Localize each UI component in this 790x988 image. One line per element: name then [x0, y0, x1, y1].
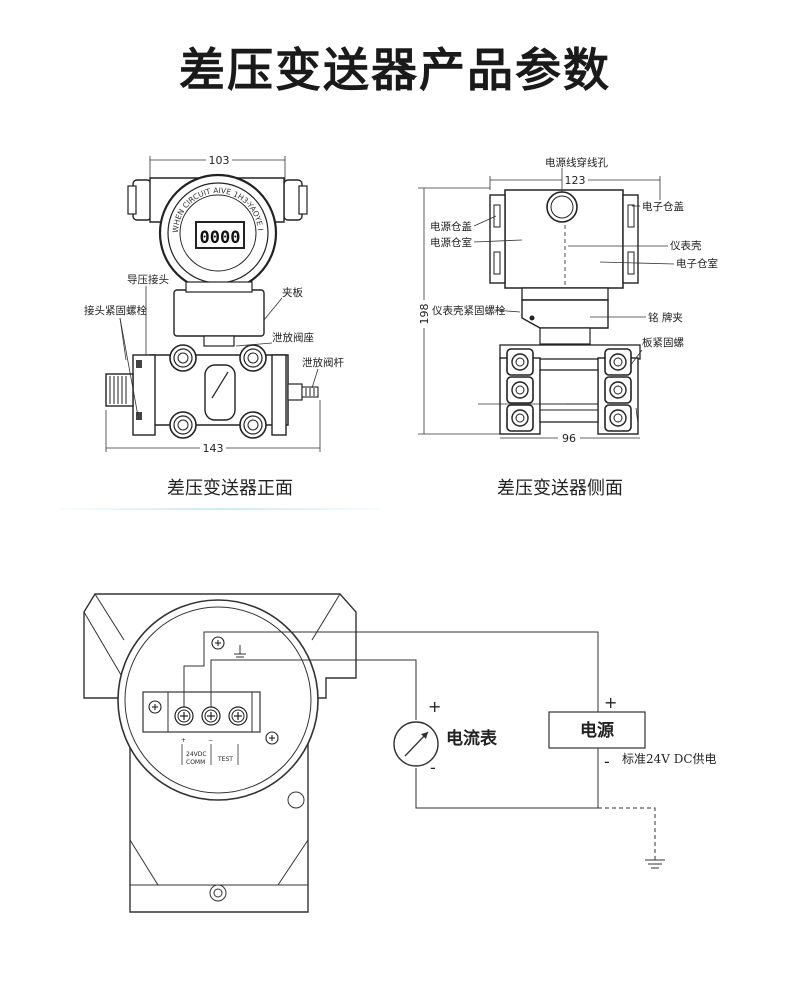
terminal-test-label: TEST — [217, 756, 233, 763]
label-vent-seat: 泄放阀座 — [272, 331, 314, 344]
label-joint-bolt: 接头紧固螺栓 — [84, 304, 147, 317]
side-dim-198: 198 — [418, 304, 431, 325]
wiring-diagram: + − 24VDC COMM TEST + - 电流表 电源 + - 标准24V… — [83, 593, 717, 913]
label-vent-stem: 泄放阀杆 — [302, 356, 344, 369]
label-plate-nut: 板紧固螺 — [642, 336, 684, 349]
label-electronics-chamber: 电子仓室 — [676, 257, 718, 270]
label-power-chamber: 电源仓室 — [430, 236, 472, 249]
caption-side-view: 差压变送器侧面 — [497, 478, 623, 499]
display-digits: 0000 — [200, 228, 241, 248]
power-plus: + — [604, 693, 617, 712]
power-source-label: 电源 — [580, 720, 614, 741]
ammeter-label: 电流表 — [446, 728, 498, 749]
front-dim-143: 143 — [203, 442, 224, 455]
label-pressure-joint: 导压接头 — [127, 273, 169, 286]
power-minus: - — [604, 752, 610, 771]
label-cable-hole: 电源线穿线孔 — [545, 156, 608, 169]
front-dim-103: 103 — [209, 154, 230, 167]
svg-text:+: + — [181, 737, 186, 744]
caption-front-view: 差压变送器正面 — [167, 478, 293, 499]
label-housing: 仪表壳 — [670, 239, 702, 252]
side-view: 123 198 — [414, 156, 718, 445]
divider — [60, 508, 380, 510]
label-nameplate: 铭 牌夹 — [648, 311, 683, 324]
front-view: 103 0000 WHEN CIRCUIT AIVE 1H3-YAOYE IPL… — [0, 0, 344, 455]
ammeter-plus: + — [428, 697, 441, 716]
page-title: 差压变送器产品参数 — [179, 43, 611, 97]
side-dim-123: 123 — [565, 174, 586, 187]
supply-note: 标准24V DC供电 — [622, 752, 717, 766]
side-dim-96: 96 — [562, 432, 576, 445]
terminal-comm-label: COMM — [186, 759, 205, 766]
ammeter-minus: - — [430, 758, 436, 777]
label-power-cover: 电源仓盖 — [430, 220, 472, 233]
terminal-24vdc-label: 24VDC — [186, 751, 207, 758]
svg-text:−: − — [208, 737, 213, 744]
label-electronics-cover: 电子仓盖 — [642, 200, 684, 213]
label-clamp-plate: 夹板 — [282, 286, 303, 299]
label-housing-bolt: 仪表壳紧固螺栓 — [432, 304, 506, 317]
